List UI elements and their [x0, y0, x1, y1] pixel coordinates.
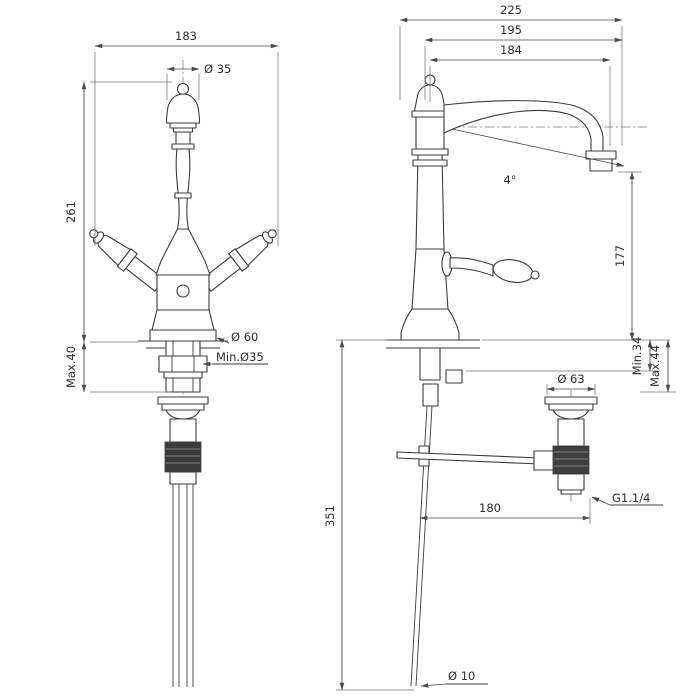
upper-column [415, 116, 445, 150]
front-waste-outline [157, 396, 209, 687]
dim-below-deck-351: 351 [323, 339, 414, 691]
handle-ball [267, 229, 277, 239]
waste-bottom [560, 489, 582, 495]
washer [163, 371, 203, 379]
mounting-nut [445, 369, 463, 384]
dim-label-mount-max: Max.44 [648, 345, 662, 387]
side-centerlines [434, 126, 648, 502]
dim-waste-diameter-63: Ø 63 [546, 372, 596, 395]
side-faucet-outline [386, 74, 617, 687]
dim-label-depth-outer: 195 [500, 23, 522, 37]
waste-neck [557, 418, 585, 447]
leader-line [591, 496, 611, 506]
waste-flange [548, 403, 594, 411]
dim-label-waste-offset: 180 [479, 501, 501, 515]
finial-ball [176, 82, 190, 96]
dim-label-max-mount: Max.40 [64, 346, 78, 388]
dim-label-min-hole: Min.Ø35 [216, 350, 264, 364]
dim-waste-thread: G1.1/4 [591, 491, 663, 506]
dim-label-mount-min: Min.34 [630, 337, 644, 376]
leader-line [420, 683, 447, 688]
dim-label-base-diameter: Ø 60 [231, 330, 258, 344]
y-body [155, 228, 211, 276]
handle-ball [89, 229, 99, 239]
dim-label-height: 261 [64, 201, 78, 223]
mounting-nut [158, 355, 208, 373]
lever-ball [530, 270, 540, 280]
dim-angle-4deg: 4° [451, 128, 625, 187]
dim-depth-195: 195 [424, 23, 623, 100]
dim-label-spout-angle: 4° [503, 173, 516, 187]
front-faucet-outline [138, 82, 228, 393]
dim-width-183: 183 [94, 29, 279, 246]
waste-lower [169, 471, 197, 485]
lever-grip-body [492, 259, 534, 283]
waste-dome [552, 409, 590, 420]
ring [169, 122, 197, 129]
waste-flange [161, 403, 205, 411]
dim-waste-offset-180: 180 [419, 498, 591, 524]
dim-height-261: 261 [64, 81, 172, 343]
spout-tip [585, 150, 617, 160]
dim-label-depth-total: 225 [500, 3, 522, 17]
rod-guide [422, 383, 439, 407]
leader-line [216, 337, 230, 344]
dim-spout-height-177: 177 [482, 171, 670, 341]
side-waste-outline [533, 396, 598, 495]
dim-base-diameter-60: Ø 60 [216, 330, 258, 344]
ring [412, 159, 448, 167]
threaded-shank [419, 347, 441, 381]
dim-rod-diameter-10: Ø 10 [420, 669, 488, 688]
ring [411, 110, 449, 118]
angle-line [451, 128, 625, 167]
dim-top-diameter-35: Ø 35 [166, 62, 231, 100]
dim-label-top-diameter: Ø 35 [204, 62, 231, 76]
dim-mount-min-34: Min.34 [466, 337, 658, 376]
dim-min-hole-35: Min.Ø35 [202, 350, 268, 367]
base-flange [400, 308, 460, 341]
body-detail [176, 284, 190, 298]
lever-arm [449, 257, 494, 277]
waste-lower [557, 473, 585, 491]
ring [172, 127, 194, 133]
neck [175, 131, 191, 145]
dim-label-width: 183 [175, 29, 197, 43]
base-flange [149, 329, 217, 342]
spout [443, 100, 604, 152]
mid-column [415, 154, 445, 250]
dim-depth-225: 225 [399, 3, 623, 146]
spout-column [175, 148, 191, 230]
waste-thread-knurl [164, 441, 202, 473]
waste-flange [157, 396, 209, 405]
left-handle [89, 229, 165, 292]
dim-mount-max-44: Max.44 [640, 339, 676, 393]
ring [171, 143, 195, 150]
right-handle [201, 229, 277, 292]
lever-grip [492, 259, 534, 283]
waste-thread-knurl [552, 445, 590, 475]
ring [411, 148, 449, 156]
dim-reach-184: 184 [429, 43, 611, 146]
finial-bulb [165, 93, 201, 124]
dim-label-rod-diameter: Ø 10 [448, 669, 475, 683]
side-view: 225 195 184 4° 177 Min.34 [323, 3, 676, 691]
dim-label-waste-thread: G1.1/4 [612, 491, 650, 505]
waste-neck [169, 418, 197, 443]
dim-label-below-deck: 351 [323, 505, 337, 527]
ring [174, 192, 192, 199]
dim-label-waste-diameter: Ø 63 [557, 372, 584, 386]
front-view: 183 Ø 35 261 Max.40 Ø 60 Min.Ø35 [64, 29, 279, 687]
dim-max-mount-40: Max.40 [64, 341, 170, 393]
body-flare [151, 309, 215, 331]
dim-label-spout-reach: 184 [500, 43, 522, 57]
dim-label-spout-height: 177 [613, 245, 627, 267]
waste-dome [165, 409, 201, 420]
waste-flange [544, 396, 598, 405]
